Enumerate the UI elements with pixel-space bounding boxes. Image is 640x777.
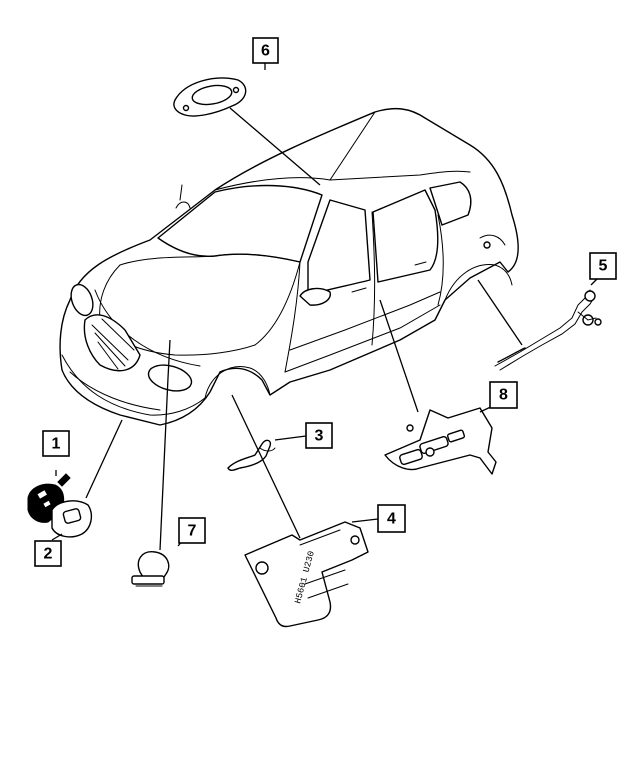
svg-text:7: 7 — [188, 523, 197, 540]
svg-text:6: 6 — [261, 43, 270, 60]
callout-7: 7 — [178, 517, 206, 544]
svg-text:2: 2 — [44, 546, 53, 563]
leader-lines — [51, 60, 601, 551]
part-6-roof-grommet — [173, 77, 247, 117]
part-2-key — [51, 500, 93, 538]
callout-8: 8 — [489, 381, 518, 409]
svg-text:3: 3 — [315, 428, 324, 445]
part-3-wire-clip — [227, 439, 276, 471]
callout-5: 5 — [589, 252, 617, 280]
callout-1: 1 — [42, 430, 70, 457]
part-7-bulb — [131, 551, 170, 587]
svg-text:1: 1 — [52, 436, 61, 453]
vehicle-illustration — [59, 107, 519, 426]
svg-text:8: 8 — [499, 387, 508, 404]
part-4-plate: H5601 U230 — [244, 521, 369, 628]
part-8-bracket-actuator — [384, 407, 497, 475]
svg-text:5: 5 — [599, 258, 608, 275]
part-5-cable — [494, 289, 602, 371]
callout-2: 2 — [34, 540, 62, 567]
svg-text:4: 4 — [387, 511, 396, 528]
callout-3: 3 — [305, 422, 333, 449]
callout-4: 4 — [377, 504, 406, 533]
callout-6: 6 — [252, 37, 279, 64]
